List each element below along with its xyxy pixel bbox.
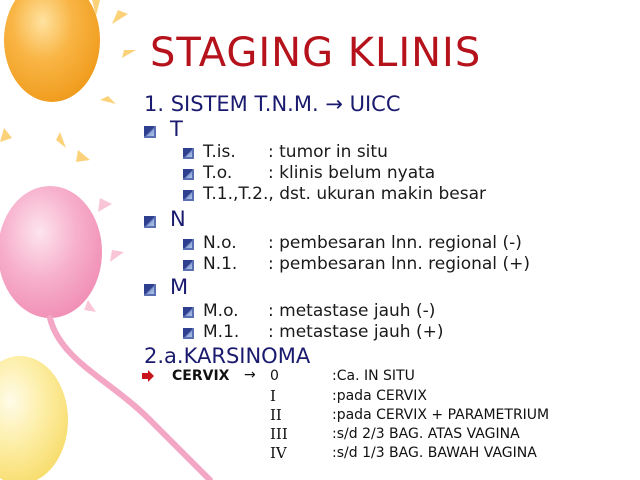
- item-desc: : klinis belum nyata: [268, 163, 436, 183]
- square-bullet-icon: [144, 126, 156, 138]
- stage-code: II: [270, 406, 282, 424]
- cervix-label: CERVIX: [172, 368, 230, 384]
- item-code: N.1.: [203, 254, 238, 274]
- square-bullet-icon: [183, 148, 194, 159]
- pink-ribbon: [47, 315, 213, 480]
- square-bullet-icon: [144, 216, 156, 228]
- group-head-n: N: [170, 207, 186, 231]
- group-head-m: M: [170, 275, 189, 299]
- item-code: M.o.: [203, 301, 239, 321]
- square-bullet-icon: [183, 169, 194, 180]
- sun-rays: [0, 0, 136, 162]
- square-bullet-icon: [183, 190, 194, 201]
- yellow-balloon: [0, 356, 68, 480]
- stage-desc: :s/d 1/3 BAG. BAWAH VAGINA: [332, 445, 537, 461]
- stage-desc: :Ca. IN SITU: [332, 368, 415, 384]
- square-bullet-icon: [183, 260, 194, 271]
- item-code: T.1.,T.2., dst. ukuran makin besar: [203, 184, 487, 204]
- item-desc: : tumor in situ: [268, 142, 388, 162]
- stage-code: I: [270, 387, 276, 405]
- item-desc: : pembesaran lnn. regional (-): [268, 233, 522, 253]
- pink-balloon: [0, 186, 102, 318]
- stage-code: IV: [270, 444, 287, 462]
- square-bullet-icon: [183, 328, 194, 339]
- stage-desc: :pada CERVIX: [332, 388, 427, 404]
- stage-desc: :pada CERVIX + PARAMETRIUM: [332, 407, 550, 423]
- group-head-t: T: [170, 117, 183, 141]
- section-1-heading: 1. SISTEM T.N.M. → UICC: [144, 92, 401, 116]
- item-desc: : metastase jauh (-): [268, 301, 436, 321]
- square-bullet-icon: [183, 307, 194, 318]
- cervix-arrow: →: [244, 367, 256, 383]
- item-desc: : pembesaran lnn. regional (+): [268, 254, 530, 274]
- item-code: M.1.: [203, 322, 240, 342]
- slide-title: STAGING KLINIS: [150, 30, 482, 76]
- orange-balloon: [4, 0, 100, 102]
- item-code: T.o.: [203, 163, 233, 183]
- item-code: N.o.: [203, 233, 237, 253]
- square-bullet-icon: [144, 284, 156, 296]
- square-bullet-icon: [183, 239, 194, 250]
- item-desc: : metastase jauh (+): [268, 322, 444, 342]
- stage-code: 0: [270, 368, 279, 384]
- stage-code: III: [270, 425, 288, 443]
- arrow-bullet-icon: [142, 370, 154, 382]
- pink-rays: [84, 198, 124, 312]
- section-2-heading: 2.a.KARSINOMA: [144, 344, 311, 368]
- item-code: T.is.: [203, 142, 236, 162]
- stage-desc: :s/d 2/3 BAG. ATAS VAGINA: [332, 426, 520, 442]
